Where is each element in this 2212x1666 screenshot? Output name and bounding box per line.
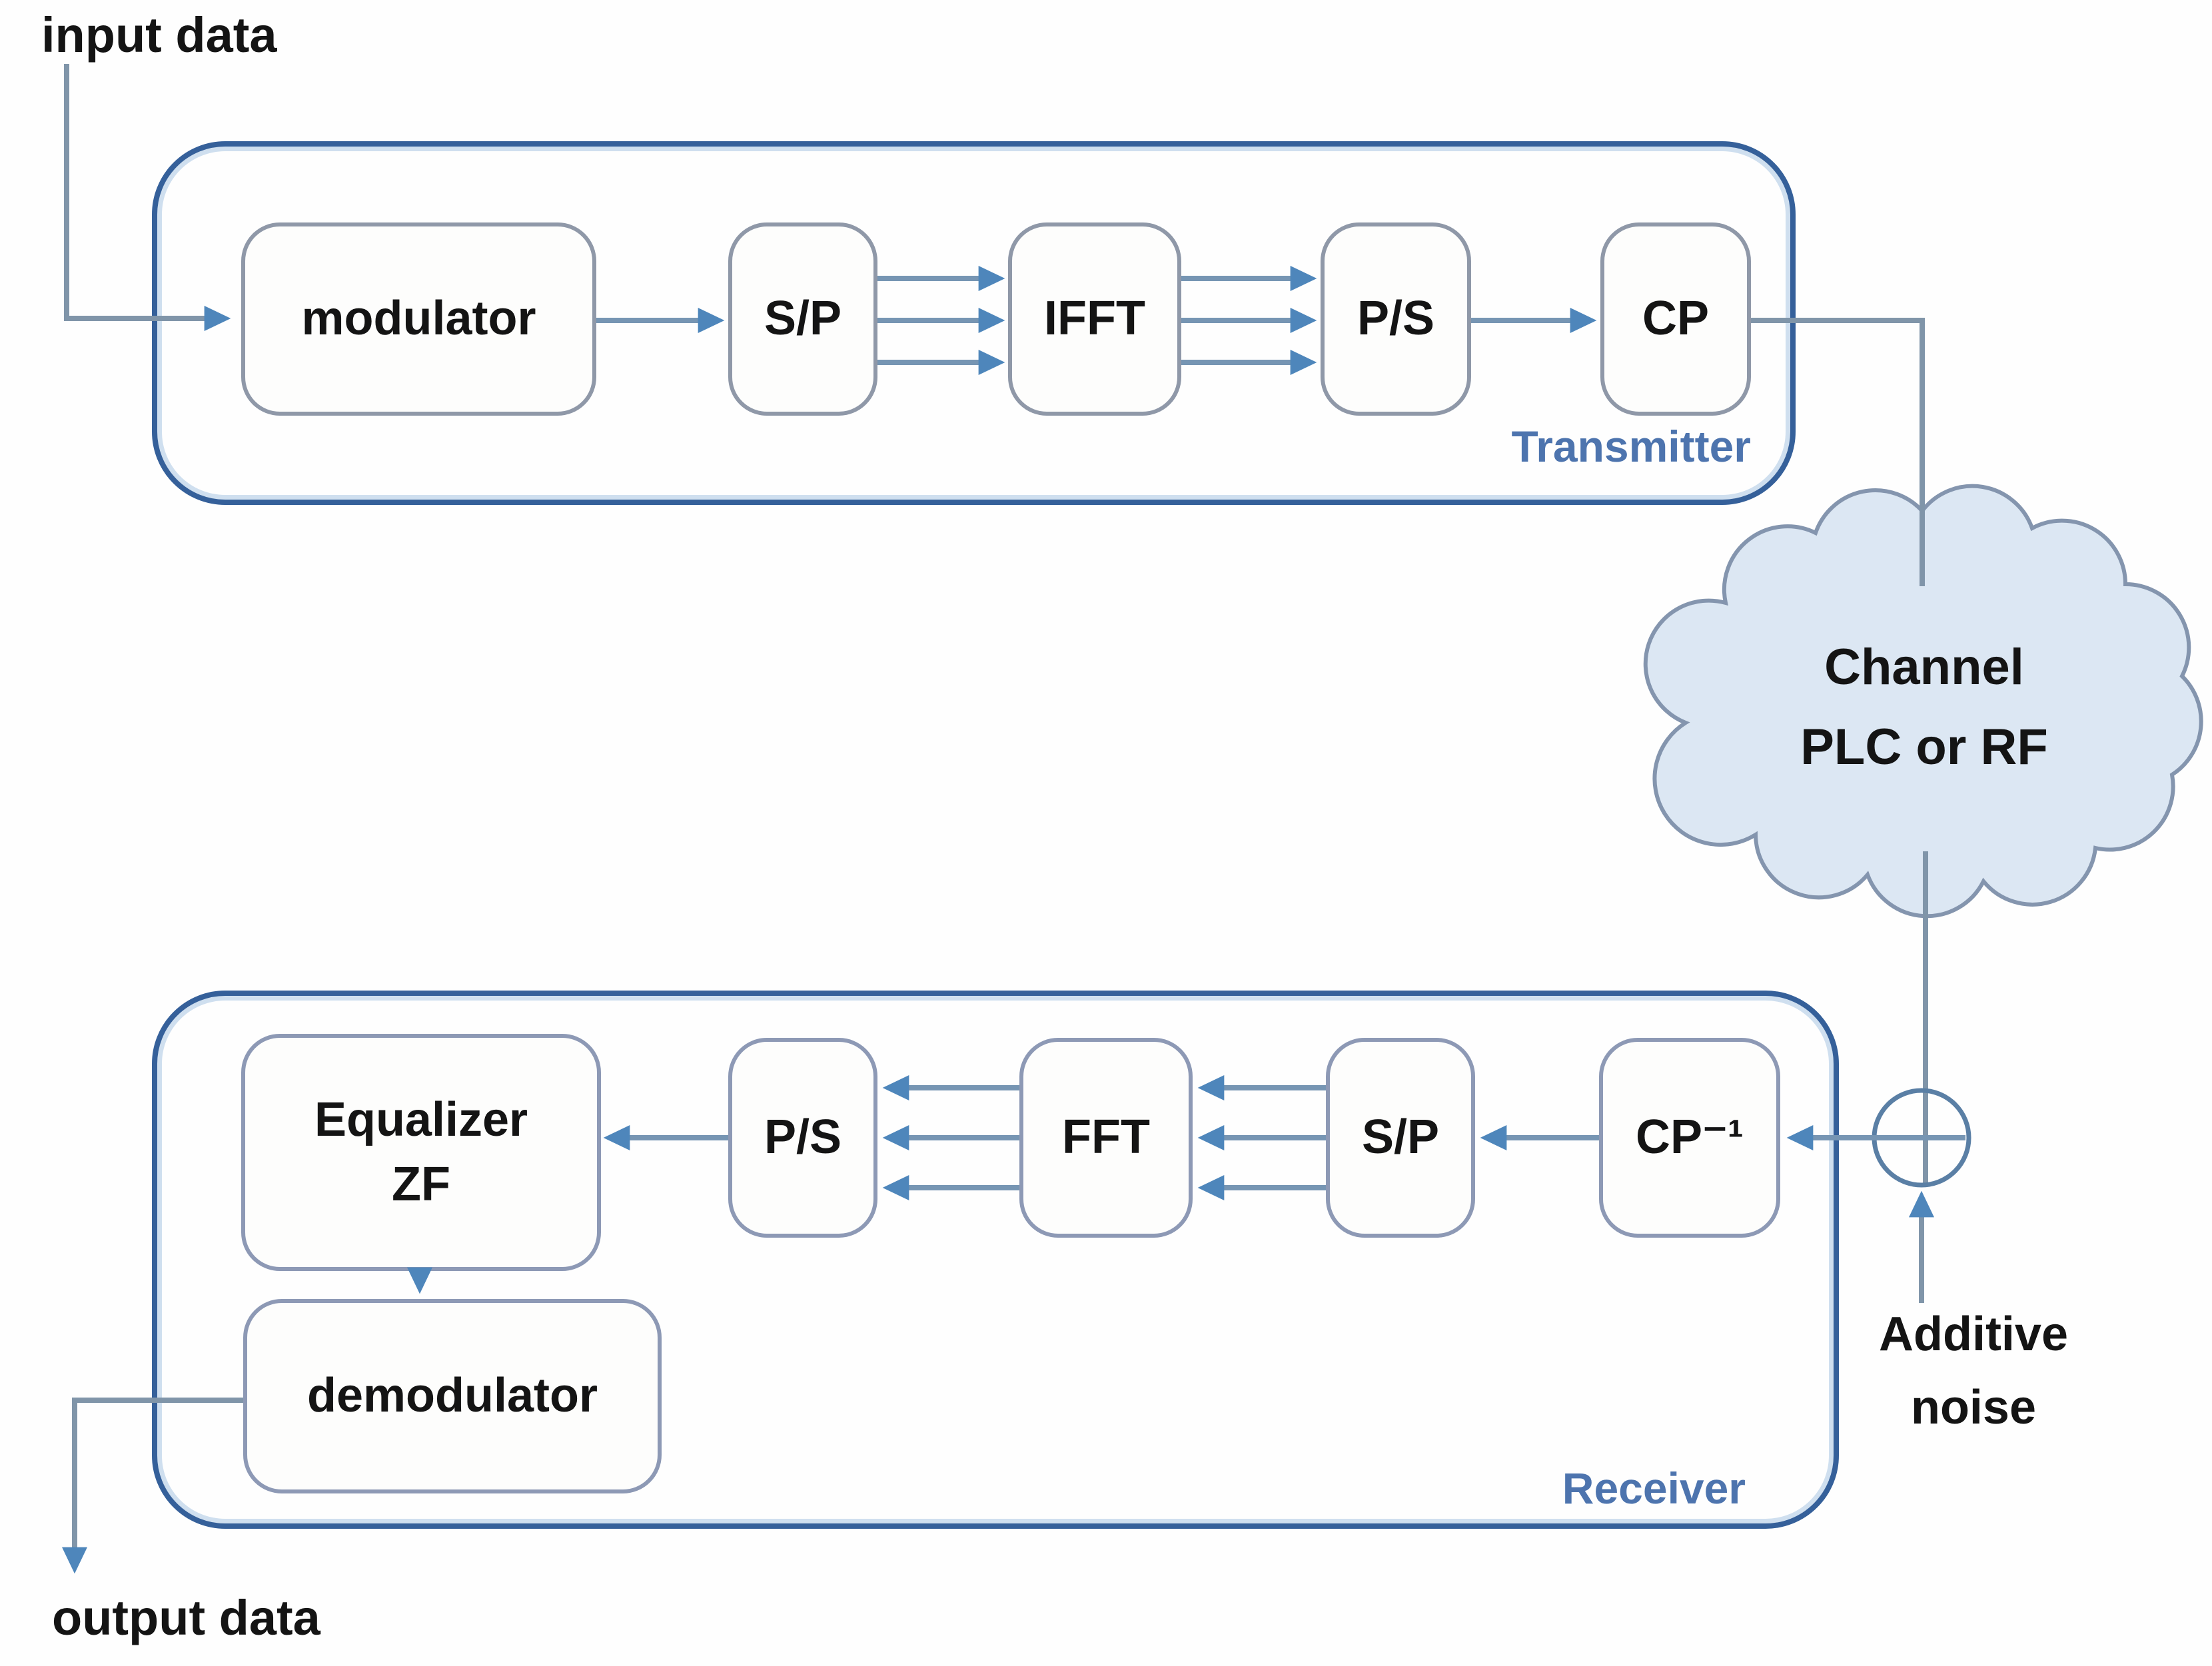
channel-label-line1: Channel	[1824, 639, 2024, 695]
block-ifft-label: IFFT	[1044, 292, 1145, 346]
wire-cp-to-channel	[1751, 318, 1925, 586]
block-equalizer-line2: ZF	[392, 1158, 450, 1211]
channel-label-line2: PLC or RF	[1800, 719, 2048, 775]
block-equalizer: Equalizer ZF	[241, 1034, 601, 1271]
block-ps-tx-label: P/S	[1357, 292, 1435, 346]
transmitter-label: Transmitter	[1511, 422, 1751, 471]
block-parallel-to-serial-rx: P/S	[728, 1038, 877, 1238]
block-fft: FFT	[1019, 1038, 1193, 1238]
block-parallel-to-serial-tx: P/S	[1321, 222, 1471, 416]
block-cp-inverse-label: CP⁻¹	[1636, 1110, 1744, 1164]
input-data-label: input data	[41, 7, 277, 63]
additive-noise-label: Additive noise	[1807, 1298, 2140, 1444]
output-data-label: output data	[52, 1590, 320, 1645]
block-cp-label: CP	[1642, 292, 1710, 346]
wire-demodulator-to-output	[61, 1398, 243, 1574]
block-fft-label: FFT	[1062, 1110, 1150, 1164]
block-equalizer-line1: Equalizer	[314, 1092, 528, 1146]
block-cyclic-prefix-removal: CP⁻¹	[1599, 1038, 1780, 1238]
block-sp-tx-label: S/P	[764, 292, 842, 346]
block-modulator-label: modulator	[301, 292, 536, 346]
block-ifft: IFFT	[1008, 222, 1181, 416]
block-modulator: modulator	[241, 222, 596, 416]
channel-cloud	[1643, 484, 2203, 919]
block-demodulator-label: demodulator	[306, 1369, 598, 1423]
block-demodulator: demodulator	[243, 1299, 662, 1493]
block-sp-rx-label: S/P	[1361, 1110, 1440, 1164]
block-serial-to-parallel-tx: S/P	[728, 222, 877, 416]
additive-noise-line1: Additive	[1878, 1308, 2069, 1361]
wire-input	[64, 64, 231, 332]
receiver-container	[152, 991, 1839, 1529]
block-ps-rx-label: P/S	[764, 1110, 842, 1164]
block-cyclic-prefix: CP	[1600, 222, 1751, 416]
additive-noise-line2: noise	[1910, 1381, 2037, 1434]
block-serial-to-parallel-rx: S/P	[1326, 1038, 1475, 1238]
receiver-label: Receiver	[1562, 1463, 1746, 1513]
